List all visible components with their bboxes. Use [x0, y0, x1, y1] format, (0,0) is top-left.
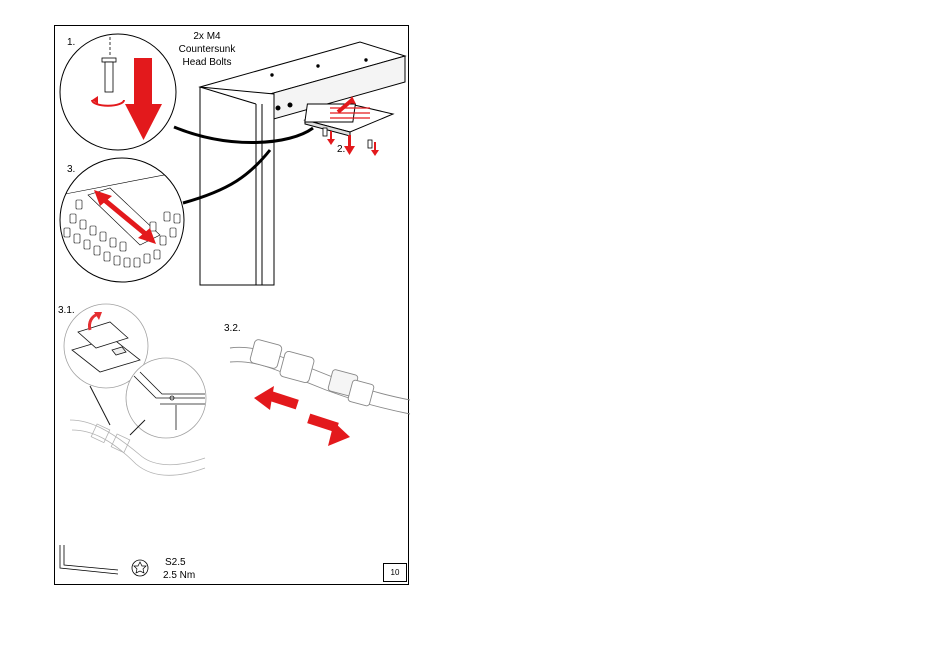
bolt-note-line1: 2x M4	[172, 30, 242, 43]
table-frame	[200, 42, 405, 285]
step3-label: 3.	[67, 164, 75, 175]
step3-1-label: 3.1.	[58, 305, 75, 316]
step3-detail	[60, 158, 190, 282]
step3-2-detail	[230, 339, 410, 446]
tool-torque: 2.5 Nm	[163, 569, 195, 582]
step3-2-label: 3.2.	[224, 323, 241, 334]
bolt-note-line2: Countersunk	[172, 43, 242, 56]
step1-detail	[60, 32, 176, 150]
step2-label: 2.	[337, 144, 345, 155]
step2-arrows	[323, 128, 379, 156]
bolt-note-line3: Head Bolts	[172, 56, 242, 69]
page-number: 10	[383, 563, 407, 582]
allen-key-icon	[60, 545, 118, 574]
step3-2-arrows	[254, 386, 350, 446]
step1-label: 1.	[67, 37, 75, 48]
torx-icon	[132, 560, 148, 576]
step3-1-detail	[64, 304, 206, 475]
tool-spec: S2.5 2.5 Nm	[163, 556, 195, 582]
tool-size: S2.5	[163, 556, 195, 569]
bolt-note: 2x M4 Countersunk Head Bolts	[172, 30, 242, 69]
